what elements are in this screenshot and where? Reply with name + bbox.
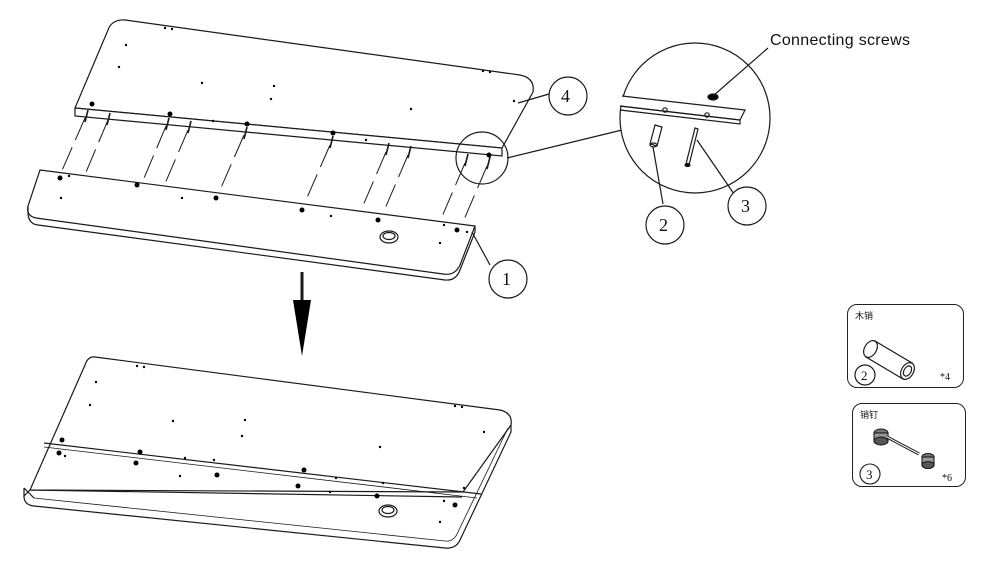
cam-pin-icon — [859, 428, 935, 485]
callout-1 — [471, 231, 528, 299]
part-name: 销钉 — [860, 411, 879, 421]
part-card-dowel: 木销 2 *4 — [847, 304, 964, 388]
holes-lower-panel — [57, 174, 469, 245]
part-quantity: *4 — [940, 372, 950, 383]
detail-zoom — [455, 42, 771, 245]
alignment-lines — [59, 117, 488, 223]
callout-1-label: 1 — [502, 269, 512, 289]
lower-panel-1 — [27, 169, 476, 281]
part-number: 3 — [866, 467, 873, 482]
holes-top-panel — [89, 26, 516, 158]
pins-top-panel — [84, 109, 491, 170]
part-card-pin: 销钉 3 *6 — [852, 403, 966, 487]
part-number: 2 — [861, 368, 868, 383]
holes-assembled — [56, 364, 486, 524]
callout-3-label: 3 — [741, 196, 751, 216]
assembled-tabletop — [23, 356, 512, 549]
part-quantity: *6 — [942, 473, 952, 484]
part-name: 木销 — [855, 312, 874, 322]
callout-4 — [517, 76, 588, 116]
callout-2-label: 2 — [659, 215, 669, 235]
callout-4-label: 4 — [561, 86, 571, 106]
top-panel-4 — [74, 19, 534, 157]
wooden-dowel-icon — [854, 340, 915, 386]
down-arrow-icon — [293, 272, 311, 356]
connecting-screws-label: Connecting screws — [770, 32, 911, 49]
